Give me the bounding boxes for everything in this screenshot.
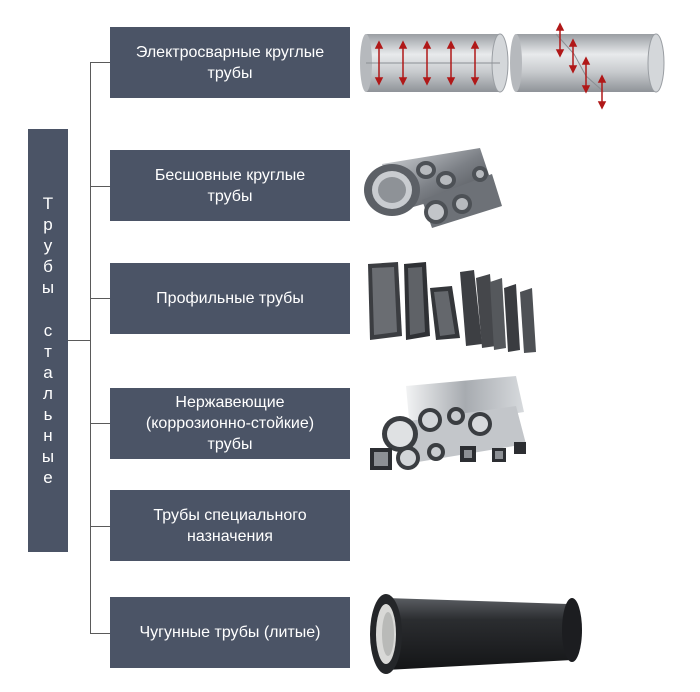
connector-branch-2 <box>90 186 110 187</box>
category-box-seamless: Бесшовные круглые трубы <box>110 150 350 221</box>
root-letter: л <box>43 384 53 403</box>
category-label: Трубы специального <box>153 506 307 524</box>
root-letter: ы <box>41 447 55 466</box>
category-label: трубы <box>207 187 253 205</box>
connector-trunk <box>90 62 91 634</box>
root-letter: ь <box>43 405 53 424</box>
connector-branch-1 <box>90 62 110 63</box>
stainless-pipe-bundle-icon <box>370 376 526 470</box>
category-label: (коррозионно-стойкие) <box>145 415 315 432</box>
seamless-pipe-bundle-icon <box>364 148 502 228</box>
connector-branch-3 <box>90 298 110 299</box>
root-letter: а <box>43 363 53 382</box>
root-letter: у <box>43 236 53 255</box>
connector-branch-6 <box>90 633 110 634</box>
category-label: трубы <box>207 436 253 453</box>
root-label-word1: Т р у б ы <box>42 193 54 298</box>
root-box-steel-pipes: Т р у б ы с т а л ь н ы е <box>28 129 68 552</box>
connector-branch-5 <box>90 526 110 527</box>
category-box-stainless: Нержавеющие (коррозионно-стойкие) трубы <box>110 388 350 459</box>
category-label: Электросварные круглые <box>135 43 325 61</box>
root-label-word2: с т а л ь н ы е <box>42 320 54 488</box>
connector-branch-4 <box>90 423 110 424</box>
root-letter: т <box>44 342 52 361</box>
root-letter: р <box>43 215 53 234</box>
category-label: назначения <box>187 527 273 545</box>
root-letter: е <box>43 468 53 487</box>
category-label: трубы <box>207 64 253 82</box>
category-label: Нержавеющие <box>175 394 285 411</box>
root-letter: с <box>43 321 53 340</box>
category-label: Профильные трубы <box>156 290 304 307</box>
cast-iron-pipe-icon <box>370 594 582 674</box>
connector-root-stub <box>68 340 90 341</box>
welded-pipe-icon <box>360 22 665 110</box>
category-box-profile: Профильные трубы <box>110 263 350 334</box>
profile-pipe-icon <box>368 262 536 353</box>
category-label: Бесшовные круглые <box>154 166 306 184</box>
root-letter: ы <box>41 278 55 297</box>
root-letter: б <box>43 257 53 276</box>
category-box-cast-iron: Чугунные трубы (литые) <box>110 597 350 668</box>
root-letter: Т <box>42 194 54 213</box>
category-box-welded: Электросварные круглые трубы <box>110 27 350 98</box>
root-letter: н <box>43 426 53 445</box>
category-label: Чугунные трубы (литые) <box>139 624 321 641</box>
category-box-special: Трубы специального назначения <box>110 490 350 561</box>
